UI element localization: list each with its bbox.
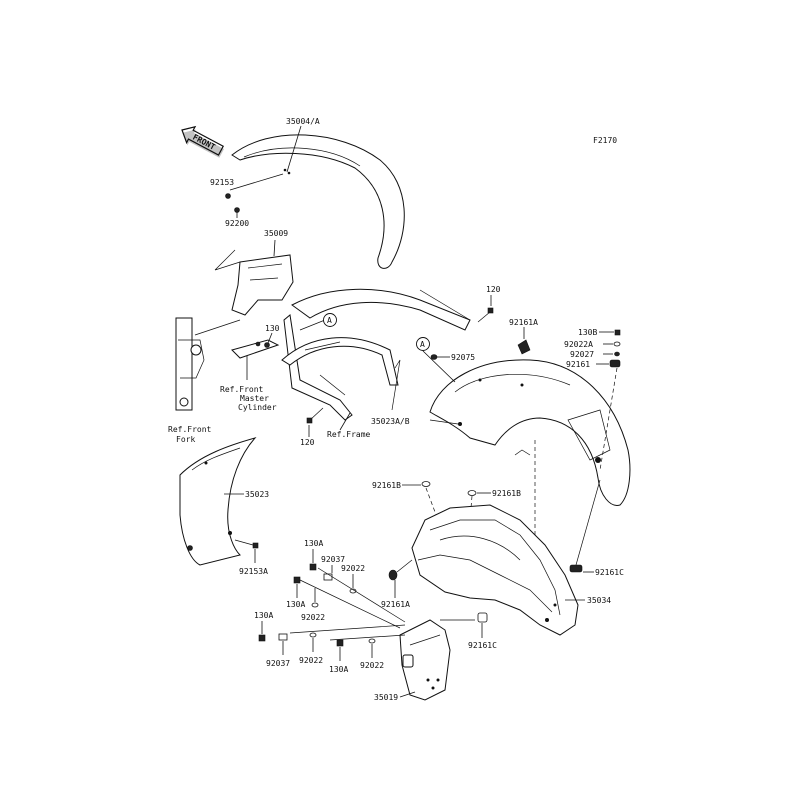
damper-icon bbox=[609, 359, 621, 368]
ref-master-cyl-1: Ref.Front bbox=[220, 385, 264, 394]
bolt-icon bbox=[252, 542, 259, 549]
label-130A-2: 130A bbox=[286, 600, 305, 609]
label-35019: 35019 bbox=[374, 693, 398, 702]
callout-a-icon bbox=[323, 313, 337, 327]
label-92161: 92161 bbox=[566, 360, 590, 369]
label-35009: 35009 bbox=[264, 229, 288, 238]
washer-icon bbox=[613, 341, 621, 347]
bolt-icon bbox=[306, 407, 324, 424]
diagram-code: F2170 bbox=[593, 136, 617, 145]
washer-icon bbox=[349, 588, 357, 594]
front-fork bbox=[175, 317, 205, 411]
label-92037-2: 92037 bbox=[266, 659, 290, 668]
washer-icon bbox=[368, 638, 376, 644]
bolt-icon bbox=[477, 307, 494, 323]
side-cover bbox=[179, 437, 257, 566]
label-92075: 92075 bbox=[451, 353, 475, 362]
label-92161A-bottom: 92161A bbox=[381, 600, 410, 609]
grommet-icon bbox=[388, 569, 398, 581]
front-arrow-icon: FRONT bbox=[181, 125, 225, 158]
rear-fender bbox=[429, 359, 631, 506]
collar-icon bbox=[323, 573, 333, 581]
label-92022-1: 92022 bbox=[341, 564, 365, 573]
callout-a-frame: A bbox=[327, 316, 332, 325]
damper-icon bbox=[477, 612, 488, 623]
rear-frame: A bbox=[281, 288, 471, 421]
label-92200: 92200 bbox=[225, 219, 249, 228]
washer-icon bbox=[234, 207, 240, 213]
ref-front-fork-2: Fork bbox=[176, 435, 195, 444]
damper-icon bbox=[569, 564, 583, 573]
label-35023: 35023 bbox=[245, 490, 269, 499]
label-35023AB: 35023A/B bbox=[371, 417, 410, 426]
collar-icon bbox=[278, 633, 288, 641]
label-92161A-top: 92161A bbox=[509, 318, 538, 327]
label-35034: 35034 bbox=[587, 596, 611, 605]
bolt-icon bbox=[225, 193, 231, 199]
grommet-icon bbox=[430, 354, 438, 360]
bolt-icon bbox=[293, 576, 301, 584]
master-cylinder-bracket bbox=[231, 339, 280, 359]
ref-master-cyl-2: Master bbox=[240, 394, 269, 403]
ref-master-cyl-3: Cylinder bbox=[238, 403, 277, 412]
bolt-icon bbox=[258, 634, 266, 642]
label-120-bottom: 120 bbox=[300, 438, 315, 447]
label-92153A: 92153A bbox=[239, 567, 268, 576]
label-92022A: 92022A bbox=[564, 340, 593, 349]
label-92037-1: 92037 bbox=[321, 555, 345, 564]
fender-bracket bbox=[231, 254, 294, 316]
label-35004A: 35004/A bbox=[286, 117, 320, 126]
bolt-icon bbox=[264, 342, 270, 348]
washer-icon bbox=[311, 602, 319, 608]
label-92161B-left: 92161B bbox=[372, 481, 401, 490]
label-92022-4: 92022 bbox=[360, 661, 384, 670]
label-130A-1: 130A bbox=[304, 539, 323, 548]
label-130A-4: 130A bbox=[329, 665, 348, 674]
damper-icon bbox=[517, 339, 531, 355]
bolt-icon bbox=[614, 329, 621, 336]
label-130A-3: 130A bbox=[254, 611, 273, 620]
label-92022-2: 92022 bbox=[301, 613, 325, 622]
label-92161B-right: 92161B bbox=[492, 489, 521, 498]
bolt-icon bbox=[336, 639, 344, 647]
front-fender bbox=[231, 134, 405, 269]
label-92027: 92027 bbox=[570, 350, 594, 359]
ref-front-fork-1: Ref.Front bbox=[168, 425, 212, 434]
label-92161C-right: 92161C bbox=[595, 568, 624, 577]
label-120-top: 120 bbox=[486, 285, 501, 294]
callout-a-icon bbox=[416, 337, 430, 351]
collar-icon bbox=[614, 351, 620, 357]
label-130B: 130B bbox=[578, 328, 597, 337]
label-130: 130 bbox=[265, 324, 280, 333]
callout-a-fender: A bbox=[420, 340, 425, 349]
ref-frame: Ref.Frame bbox=[327, 430, 371, 439]
license-bracket bbox=[399, 619, 451, 701]
label-92153: 92153 bbox=[210, 178, 234, 187]
label-92161C-bottom: 92161C bbox=[468, 641, 497, 650]
washer-icon bbox=[309, 632, 317, 638]
grommet-icon bbox=[421, 481, 431, 487]
label-92022-3: 92022 bbox=[299, 656, 323, 665]
bolt-icon bbox=[309, 563, 317, 571]
grommet-icon bbox=[467, 490, 477, 496]
inner-fender bbox=[411, 504, 579, 636]
